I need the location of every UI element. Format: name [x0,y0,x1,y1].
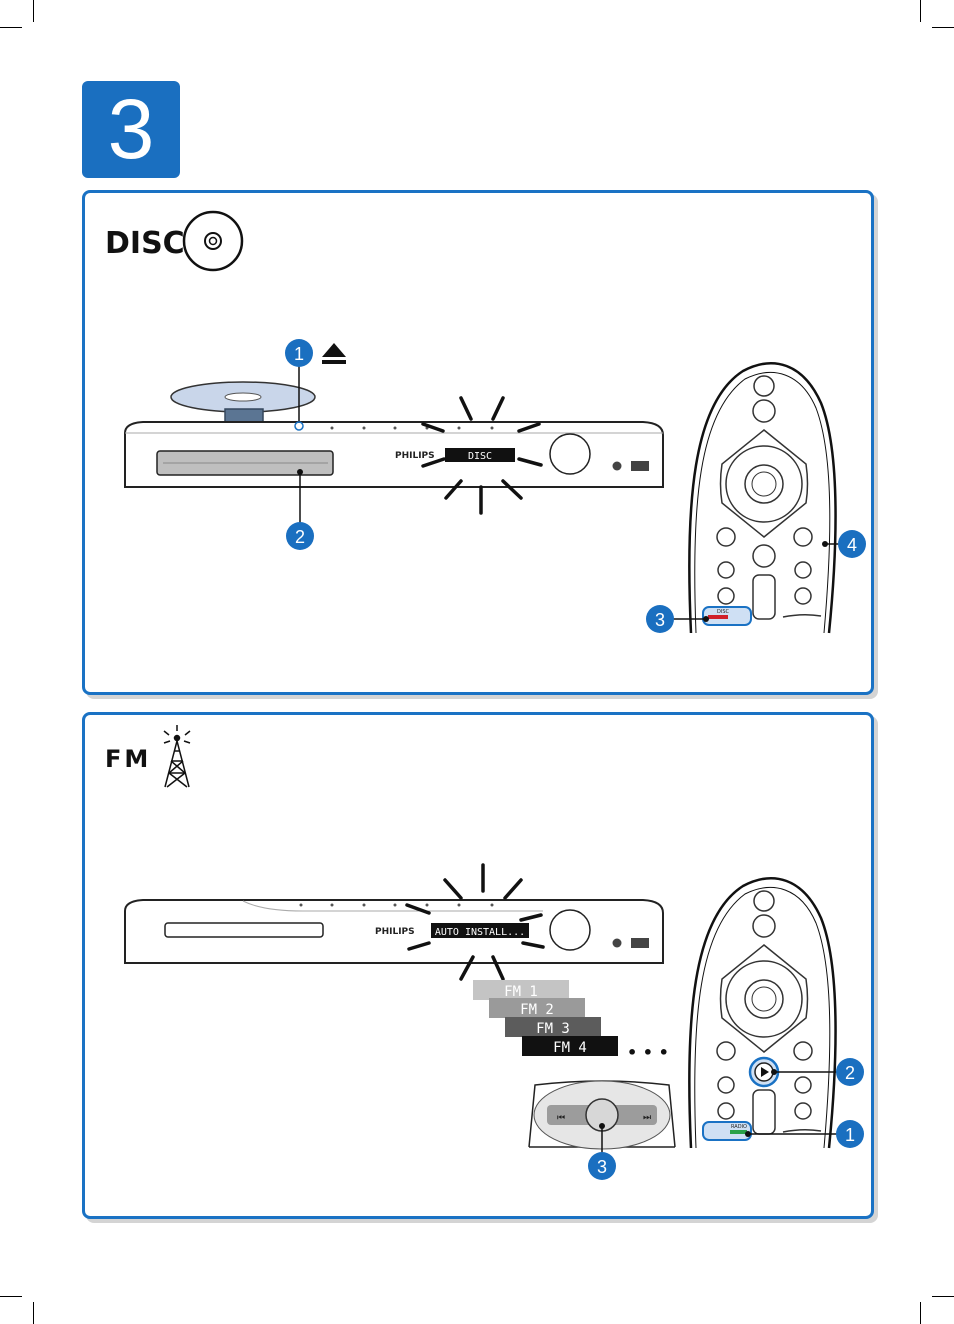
remote-control [688,877,837,1149]
disc-image [170,381,316,413]
callout-2 [836,1058,864,1086]
callout-4 [838,530,866,558]
fm-preset-2 [489,998,585,1018]
crop-mark [920,0,921,22]
callout-1 [285,339,313,367]
play-icon [761,1067,769,1077]
disc-slot [164,922,324,938]
svg-text:1: 1 [294,344,304,364]
svg-text:2: 2 [295,527,305,547]
svg-text:4: 4 [847,535,857,555]
fm-illustration: FM PHILIPS AUTO INSTALL... [105,725,864,1180]
antenna-tower-icon [163,725,191,788]
step-number-badge: 3 [82,81,180,178]
svg-text:FM 1: FM 1 [504,984,538,1000]
remote-disc-label: DISC [717,609,729,615]
fm-heading: FM [105,745,151,773]
volume-knob [549,909,591,951]
player-display-text: DISC [468,451,492,462]
callout-2 [286,522,314,550]
player-display-text: AUTO INSTALL... [435,927,525,938]
prev-icon: ⏮ [557,1113,565,1123]
svg-text:FM 3: FM 3 [536,1021,570,1037]
callout-3 [646,605,674,633]
remote-control [688,362,837,634]
player-brand: PHILIPS [395,451,435,461]
svg-text:3: 3 [655,610,665,630]
eject-button[interactable] [294,421,304,431]
svg-text:FM 4: FM 4 [553,1040,587,1056]
crop-mark [0,27,22,28]
eject-icon [322,343,346,364]
disc-heading: DISC [105,226,185,261]
player-device [124,899,664,964]
display-blink-rays [405,863,545,981]
callout-1 [836,1120,864,1148]
player-brand: PHILIPS [375,927,415,937]
crop-mark [932,27,954,28]
remote-radio-button[interactable] [702,1121,752,1141]
next-icon: ⏭ [643,1113,651,1123]
fm-preset-3 [505,1017,601,1037]
fm-preset-4 [522,1036,618,1056]
crop-mark [0,1296,22,1297]
callout-3 [588,1152,616,1180]
svg-text:2: 2 [845,1063,855,1083]
more-presets-indicator: • • • [627,1043,669,1062]
volume-knob [549,433,591,475]
disc-panel: DISC PHILIPS DISC [82,190,874,695]
crop-mark [33,1302,34,1324]
crop-mark [920,1302,921,1324]
display-blink-rays [421,396,543,515]
disc-icon [182,210,244,272]
player-device [124,421,664,488]
crop-mark [33,0,34,22]
svg-text:1: 1 [845,1125,855,1145]
navigation-closeup: ⏮ ⏭ [528,1080,676,1150]
svg-text:FM 2: FM 2 [520,1002,554,1018]
fm-panel: FM PHILIPS AUTO INSTALL... [82,712,874,1219]
remote-radio-label: RADIO [731,1124,747,1130]
svg-text:3: 3 [597,1157,607,1177]
fm-preset-1 [473,980,569,1000]
crop-mark [932,1296,954,1297]
fm-preset-stack [473,980,618,1056]
disc-illustration: DISC PHILIPS DISC [105,210,866,634]
